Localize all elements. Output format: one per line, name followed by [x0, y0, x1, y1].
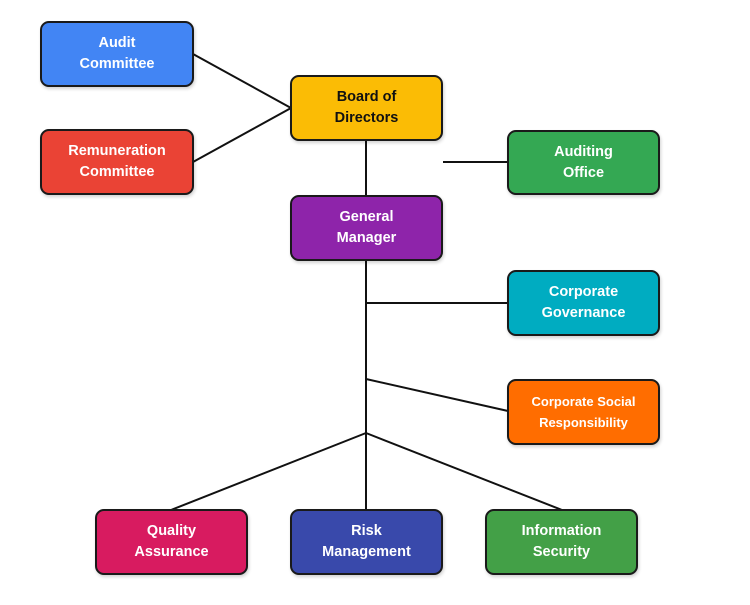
edge-remun-board — [192, 107, 292, 163]
node-label-line1: Board of — [336, 89, 397, 105]
node-label-line1: Quality — [146, 523, 197, 539]
node-label-line2: Office — [562, 164, 605, 181]
node-label-line1: Remuneration — [68, 143, 166, 159]
node-board-of-directors[interactable]: Board of Directors — [290, 75, 443, 141]
edge-audit-board — [192, 53, 292, 109]
node-label-line2: Security — [532, 544, 591, 560]
node-label-line2: Responsibility — [539, 415, 628, 430]
node-label-line1: Auditing — [554, 143, 613, 160]
edge-gm-quality — [170, 432, 367, 511]
node-label-line2: Manager — [336, 230, 397, 246]
edge-gm-infosec — [365, 432, 563, 511]
node-label-line2: Directors — [334, 110, 399, 126]
edge-gm-csr — [365, 378, 509, 412]
node-label-line2: Committee — [79, 56, 155, 72]
node-label-line1: Information — [521, 523, 602, 539]
node-label-line2: Assurance — [134, 544, 209, 560]
node-label-line2: Committee — [79, 164, 155, 180]
node-label-line1: Audit — [98, 35, 136, 51]
node-label-line1: Risk — [351, 523, 382, 539]
node-label-line2: Governance — [541, 305, 626, 321]
node-label-line1: Corporate — [548, 284, 619, 300]
node-label-line1: Corporate Social — [531, 394, 636, 409]
node-label-line1: General — [339, 209, 394, 225]
node-label-line2: Management — [322, 544, 411, 560]
